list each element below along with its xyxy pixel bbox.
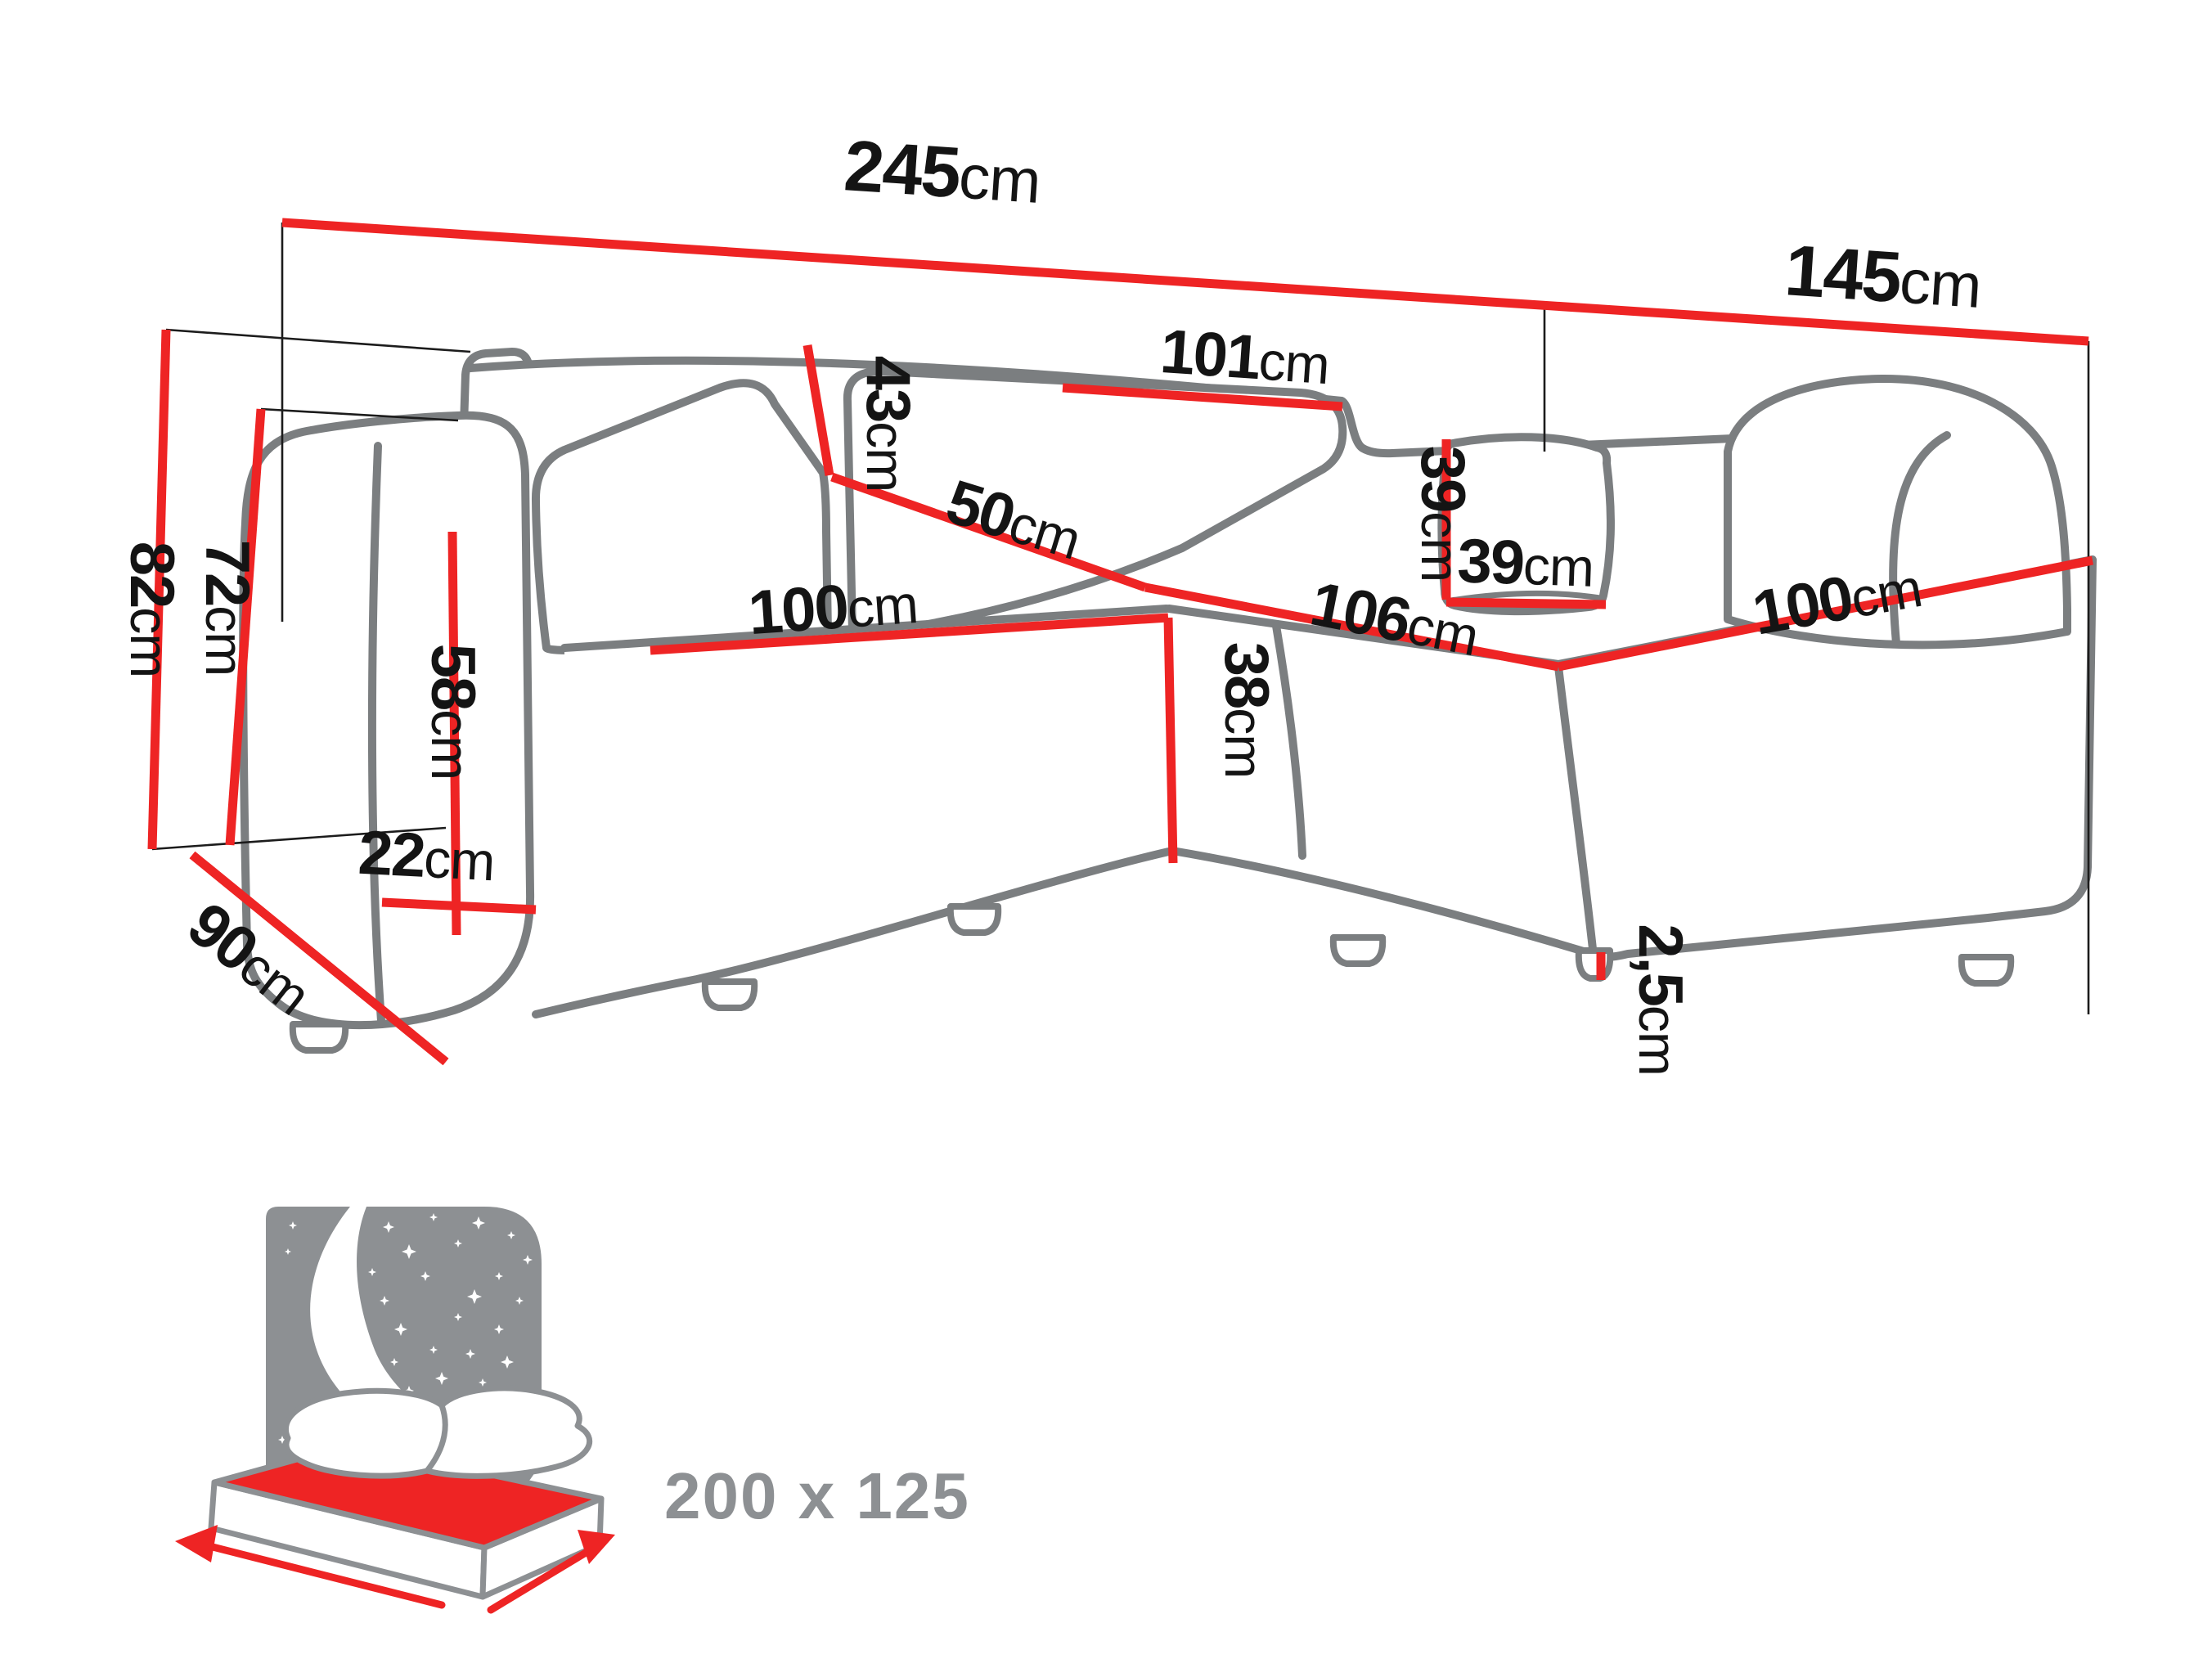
star-icon: [467, 1289, 482, 1304]
dim-line-total-width-depth: [281, 218, 2089, 346]
label-backrest-cushion-height: 43cm: [853, 356, 923, 492]
label-armrest-width: 22cm: [357, 818, 497, 895]
label-seat-front-width: 100cm: [746, 567, 919, 648]
star-icon: [501, 1356, 514, 1369]
star-icon: [479, 1378, 487, 1387]
dim-line-pillow-width: [1445, 597, 1607, 609]
sleeping-function-icon: 200 x 125: [175, 1207, 970, 1614]
dim-line-corner-seat: [830, 472, 1147, 592]
dim-line-back-section: [1062, 383, 1343, 411]
star-icon: [278, 1436, 286, 1444]
star-icon: [472, 1216, 485, 1230]
star-icon: [366, 1372, 374, 1380]
label-total-depth: 145cm: [1783, 229, 1984, 323]
star-icon: [454, 1313, 462, 1321]
sofa-seat-fill: [564, 609, 1172, 1013]
fold-out-bed-icon: [175, 1385, 615, 1614]
label-seat-height: 38cm: [1212, 642, 1281, 779]
star-icon: [495, 1272, 503, 1280]
star-icon: [435, 1372, 448, 1385]
dim-line-side-depth: [189, 851, 449, 1066]
dim-line-chaise-length: [1144, 582, 1560, 672]
label-pillow-width: 39cm: [1456, 526, 1594, 600]
dim-line-backrest-cushion: [803, 344, 834, 476]
star-icon: [285, 1248, 291, 1255]
star-icon: [429, 1213, 438, 1221]
label-chaise-length: 106cm: [1305, 569, 1484, 670]
star-icon: [289, 1221, 297, 1230]
label-armrest-height: 58cm: [418, 644, 488, 780]
label-pillow-height: 39cm: [1408, 446, 1477, 582]
star-icon: [368, 1268, 376, 1276]
sofa-pillow-fold: [1448, 590, 1603, 604]
star-icon: [494, 1324, 504, 1334]
dim-line-chaise-front: [1557, 555, 2094, 672]
sleeping-area-size-label: 200 x 125: [664, 1459, 970, 1532]
dim-line-seat-height: [1163, 617, 1178, 864]
star-icon: [402, 1244, 416, 1259]
label-back-section-width: 101cm: [1158, 317, 1332, 398]
star-icon: [394, 1323, 407, 1336]
sofa-chaise-fill: [1169, 560, 2093, 957]
star-icon: [507, 1231, 515, 1239]
star-icon: [356, 1315, 364, 1323]
dimension-labels: 245cm 145cm 101cm 43cm 50cm 100cm 106cm …: [117, 124, 1984, 1076]
extension-lines: [151, 223, 2090, 1014]
sofa-left-armrest-front-seam: [367, 442, 385, 1025]
sofa-drawing: [239, 348, 2097, 1054]
dim-line-backrest-height: [225, 408, 266, 846]
dim-line-seat-front: [650, 613, 1169, 655]
dim-line-armrest-height: [447, 531, 461, 936]
star-icon: [523, 1255, 533, 1265]
dimension-lines: [147, 218, 2094, 1066]
label-backrest-height: 72cm: [192, 540, 262, 677]
dim-line-total-height: [147, 329, 171, 850]
star-icon: [429, 1346, 438, 1354]
label-total-height: 82cm: [117, 542, 187, 678]
sofa-seat-bottom-edge: [532, 847, 1176, 1018]
label-chaise-front-width: 100cm: [1747, 551, 1926, 649]
star-icon: [537, 1207, 543, 1214]
star-icon: [383, 1221, 394, 1233]
sofa-seat-front-edge: [560, 605, 1171, 652]
star-icon: [465, 1349, 475, 1359]
label-total-width: 245cm: [842, 124, 1043, 218]
star-icon: [380, 1296, 389, 1306]
sofa-chaise-side-seam: [1272, 622, 1306, 860]
star-icon: [515, 1297, 524, 1305]
sofa-chaise-corner-seam: [1554, 663, 1597, 953]
label-leg-height: 2,5cm: [1625, 924, 1695, 1076]
star-icon: [420, 1271, 430, 1281]
dim-line-armrest-width: [381, 897, 537, 915]
star-icon: [454, 1239, 462, 1248]
star-icon: [390, 1358, 398, 1366]
